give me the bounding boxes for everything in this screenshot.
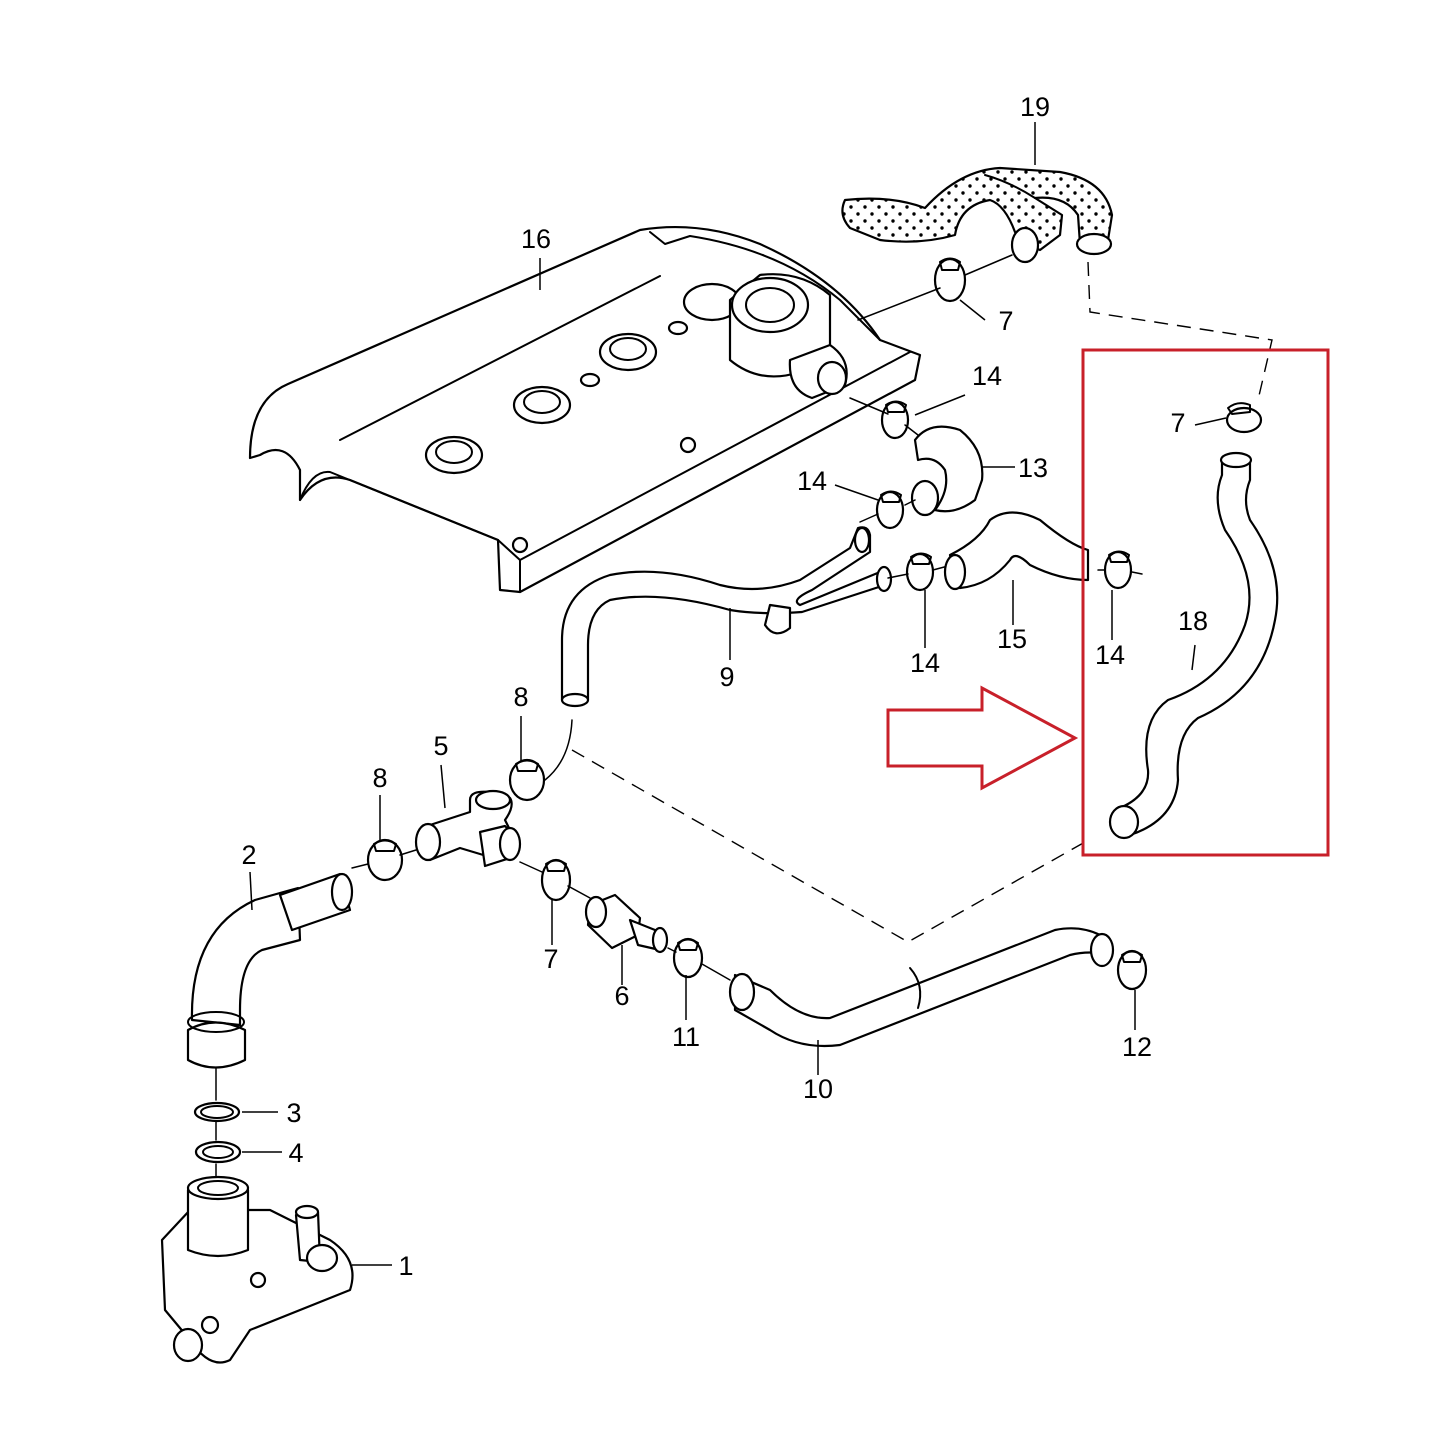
hose-clamp-8a bbox=[508, 758, 546, 802]
label-19: 19 bbox=[1020, 92, 1050, 122]
assembly-dash-lines bbox=[571, 261, 1273, 943]
label-14-top: 14 bbox=[972, 361, 1002, 391]
label-5: 5 bbox=[433, 731, 448, 761]
branch-pipe bbox=[560, 526, 893, 708]
label-3: 3 bbox=[286, 1098, 301, 1128]
label-7-box: 7 bbox=[1170, 408, 1185, 438]
hose-clamp-7c bbox=[540, 858, 572, 902]
label-14-low: 14 bbox=[910, 648, 940, 678]
label-8-left: 8 bbox=[372, 763, 387, 793]
pipe-2 bbox=[186, 872, 354, 1069]
label-12: 12 bbox=[1122, 1032, 1152, 1062]
highlighted-hose bbox=[1108, 402, 1279, 840]
label-8-right: 8 bbox=[513, 682, 528, 712]
hose-15 bbox=[943, 511, 1090, 591]
hose-clamp-14c bbox=[905, 552, 935, 592]
hose-clamp-8b bbox=[366, 838, 404, 882]
label-9: 9 bbox=[719, 662, 734, 692]
hose-clamp-12 bbox=[1116, 949, 1148, 991]
foam-hose bbox=[841, 166, 1114, 264]
hose-clamp-14b bbox=[875, 490, 905, 530]
label-18: 18 bbox=[1178, 606, 1208, 636]
hose-clamp-top bbox=[933, 257, 967, 303]
retaining-ring-4 bbox=[194, 1140, 242, 1164]
label-15: 15 bbox=[997, 624, 1027, 654]
highlight-arrow bbox=[886, 685, 1079, 791]
highlight-frame bbox=[1081, 348, 1330, 857]
t-piece bbox=[414, 789, 522, 868]
check-valve bbox=[584, 893, 669, 954]
elbow-hose bbox=[910, 425, 984, 517]
label-13: 13 bbox=[1018, 453, 1048, 483]
label-1: 1 bbox=[398, 1251, 413, 1281]
part-labels: 16 19 7 14 13 14 14 15 14 9 7 18 8 5 8 2… bbox=[241, 92, 1208, 1281]
label-7-top: 7 bbox=[998, 306, 1013, 336]
label-6: 6 bbox=[614, 981, 629, 1011]
hose-clamp-11 bbox=[672, 937, 704, 979]
long-hose bbox=[728, 927, 1115, 1048]
hose-clamp-14d bbox=[1103, 550, 1133, 590]
label-10: 10 bbox=[803, 1074, 833, 1104]
crankcase-vent-housing bbox=[160, 1175, 354, 1364]
label-14-mid: 14 bbox=[797, 466, 827, 496]
label-11: 11 bbox=[672, 1022, 700, 1052]
label-16: 16 bbox=[521, 224, 551, 254]
hose-clamp-14a bbox=[880, 400, 910, 440]
leader-lines bbox=[242, 122, 1227, 1266]
label-7-low: 7 bbox=[543, 944, 558, 974]
o-ring-3 bbox=[193, 1101, 241, 1123]
label-14-right: 14 bbox=[1095, 640, 1125, 670]
valve-cover bbox=[248, 226, 922, 594]
label-4: 4 bbox=[288, 1138, 303, 1168]
label-2: 2 bbox=[241, 840, 256, 870]
